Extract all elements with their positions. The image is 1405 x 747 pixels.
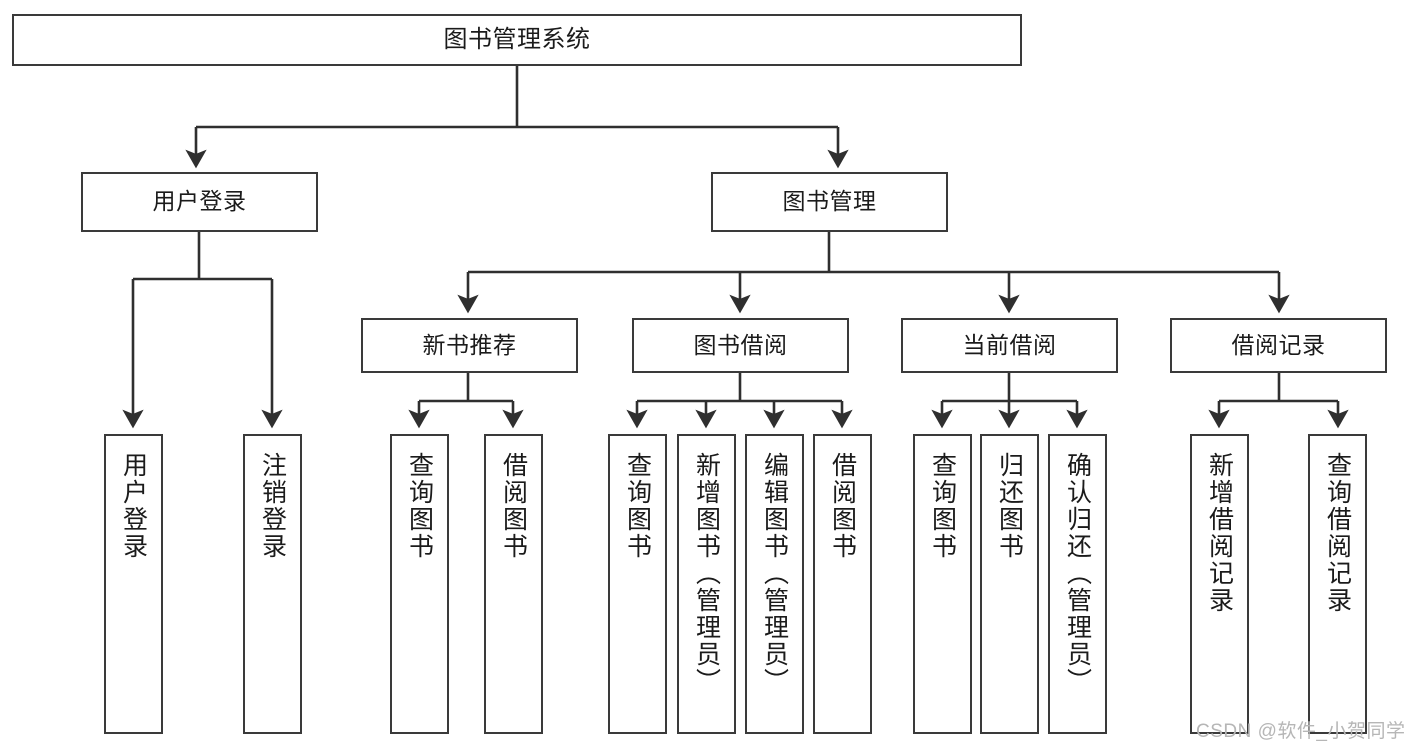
leaf-add-borrow-record-label: 新增借阅记录 <box>1205 452 1234 614</box>
node-current-borrow[interactable]: 当前借阅 <box>901 318 1118 373</box>
leaf-confirm-return[interactable]: 确认归还（管理员） <box>1048 434 1107 734</box>
leaf-query-borrow-record[interactable]: 查询借阅记录 <box>1308 434 1367 734</box>
node-book-borrow[interactable]: 图书借阅 <box>632 318 849 373</box>
node-borrow-record[interactable]: 借阅记录 <box>1170 318 1387 373</box>
leaf-query-borrow-record-label: 查询借阅记录 <box>1323 452 1352 614</box>
node-borrow-record-label: 借阅记录 <box>1231 331 1326 358</box>
leaf-query-book-1[interactable]: 查询图书 <box>390 434 449 734</box>
leaf-query-book-2-label: 查询图书 <box>623 452 652 560</box>
leaf-borrow-book-2[interactable]: 借阅图书 <box>813 434 872 734</box>
leaf-query-book-2[interactable]: 查询图书 <box>608 434 667 734</box>
leaf-borrow-book-1-label: 借阅图书 <box>499 452 528 560</box>
node-book-borrow-label: 图书借阅 <box>693 331 788 358</box>
leaf-add-book-label: 新增图书（管理员） <box>692 452 721 695</box>
node-root-label: 图书管理系统 <box>443 25 591 53</box>
node-new-book-recommend[interactable]: 新书推荐 <box>361 318 578 373</box>
leaf-query-book-3-label: 查询图书 <box>928 452 957 560</box>
node-root[interactable]: 图书管理系统 <box>12 14 1022 66</box>
leaf-borrow-book-2-label: 借阅图书 <box>828 452 857 560</box>
node-user-login-label: 用户登录 <box>152 188 247 215</box>
leaf-user-login-label: 用户登录 <box>119 452 148 560</box>
leaf-user-logout[interactable]: 注销登录 <box>243 434 302 734</box>
leaf-add-book[interactable]: 新增图书（管理员） <box>677 434 736 734</box>
leaf-confirm-return-label: 确认归还（管理员） <box>1063 452 1092 695</box>
leaf-add-borrow-record[interactable]: 新增借阅记录 <box>1190 434 1249 734</box>
leaf-query-book-1-label: 查询图书 <box>405 452 434 560</box>
node-user-login[interactable]: 用户登录 <box>81 172 318 232</box>
node-book-manage-label: 图书管理 <box>782 188 877 215</box>
leaf-return-book[interactable]: 归还图书 <box>980 434 1039 734</box>
leaf-edit-book[interactable]: 编辑图书（管理员） <box>745 434 804 734</box>
leaf-user-login[interactable]: 用户登录 <box>104 434 163 734</box>
leaf-query-book-3[interactable]: 查询图书 <box>913 434 972 734</box>
node-book-manage[interactable]: 图书管理 <box>711 172 948 232</box>
leaf-user-logout-label: 注销登录 <box>258 452 287 560</box>
leaf-borrow-book-1[interactable]: 借阅图书 <box>484 434 543 734</box>
leaf-edit-book-label: 编辑图书（管理员） <box>760 452 789 695</box>
node-new-book-recommend-label: 新书推荐 <box>422 331 517 358</box>
csdn-watermark: CSDN @软件_小贺同学 <box>1196 721 1405 742</box>
node-current-borrow-label: 当前借阅 <box>962 331 1057 358</box>
leaf-return-book-label: 归还图书 <box>995 452 1024 560</box>
